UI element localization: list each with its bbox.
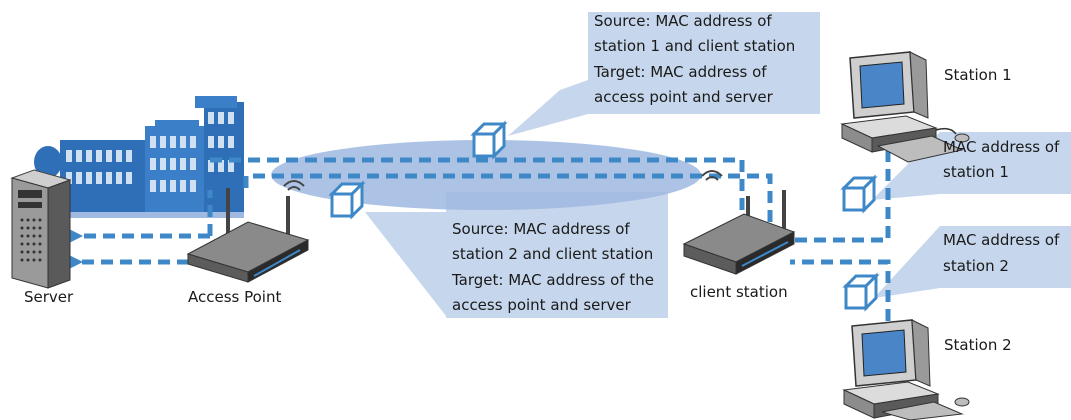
callout-top-line-1: Source: MAC address of [594, 12, 772, 30]
packet-cube-station2 [842, 272, 880, 312]
callout-top-shape [508, 12, 820, 136]
callout-middle-line-2: station 2 and client station [452, 245, 653, 263]
callout-middle-line-3: Target: MAC address of the [451, 271, 654, 289]
link-upper [210, 157, 745, 230]
callout-station2-shape [874, 226, 1071, 298]
callout-middle-shape [365, 192, 668, 318]
label-station1: Station 1 [944, 66, 1012, 84]
building-icon [34, 96, 244, 218]
packet-cube-station1 [840, 174, 878, 214]
client-station-router-icon [682, 170, 796, 275]
label-access-point: Access Point [188, 288, 281, 306]
callout-middle-line-4: access point and server [452, 296, 632, 314]
dashed-links [58, 150, 891, 340]
label-server: Server [24, 288, 74, 306]
packet-cube-top [470, 120, 508, 160]
label-client-station: client station [690, 283, 788, 301]
callout-station1-line-1: MAC address of [943, 138, 1060, 156]
label-station2: Station 2 [944, 336, 1012, 354]
callout-top-line-4: access point and server [594, 88, 774, 106]
link-station2 [790, 259, 891, 340]
access-point-router-icon [186, 180, 310, 283]
station2-computer-icon [842, 319, 970, 420]
callout-middle-line-1: Source: MAC address of [452, 220, 630, 238]
callout-station1-shape [872, 132, 1071, 200]
server-icon [10, 169, 72, 289]
link-station1-vert [790, 150, 891, 243]
station1-computer-icon [840, 51, 970, 163]
callout-station2-line-2: station 2 [943, 257, 1009, 275]
packet-cube-mid [328, 180, 366, 220]
callout-station1-line-2: station 1 [943, 163, 1009, 181]
callout-top-line-2: station 1 and client station [594, 37, 795, 55]
callout-station2-line-1: MAC address of [943, 231, 1060, 249]
callout-top-line-3: Target: MAC address of [593, 63, 767, 81]
link-ap-left [243, 173, 773, 232]
